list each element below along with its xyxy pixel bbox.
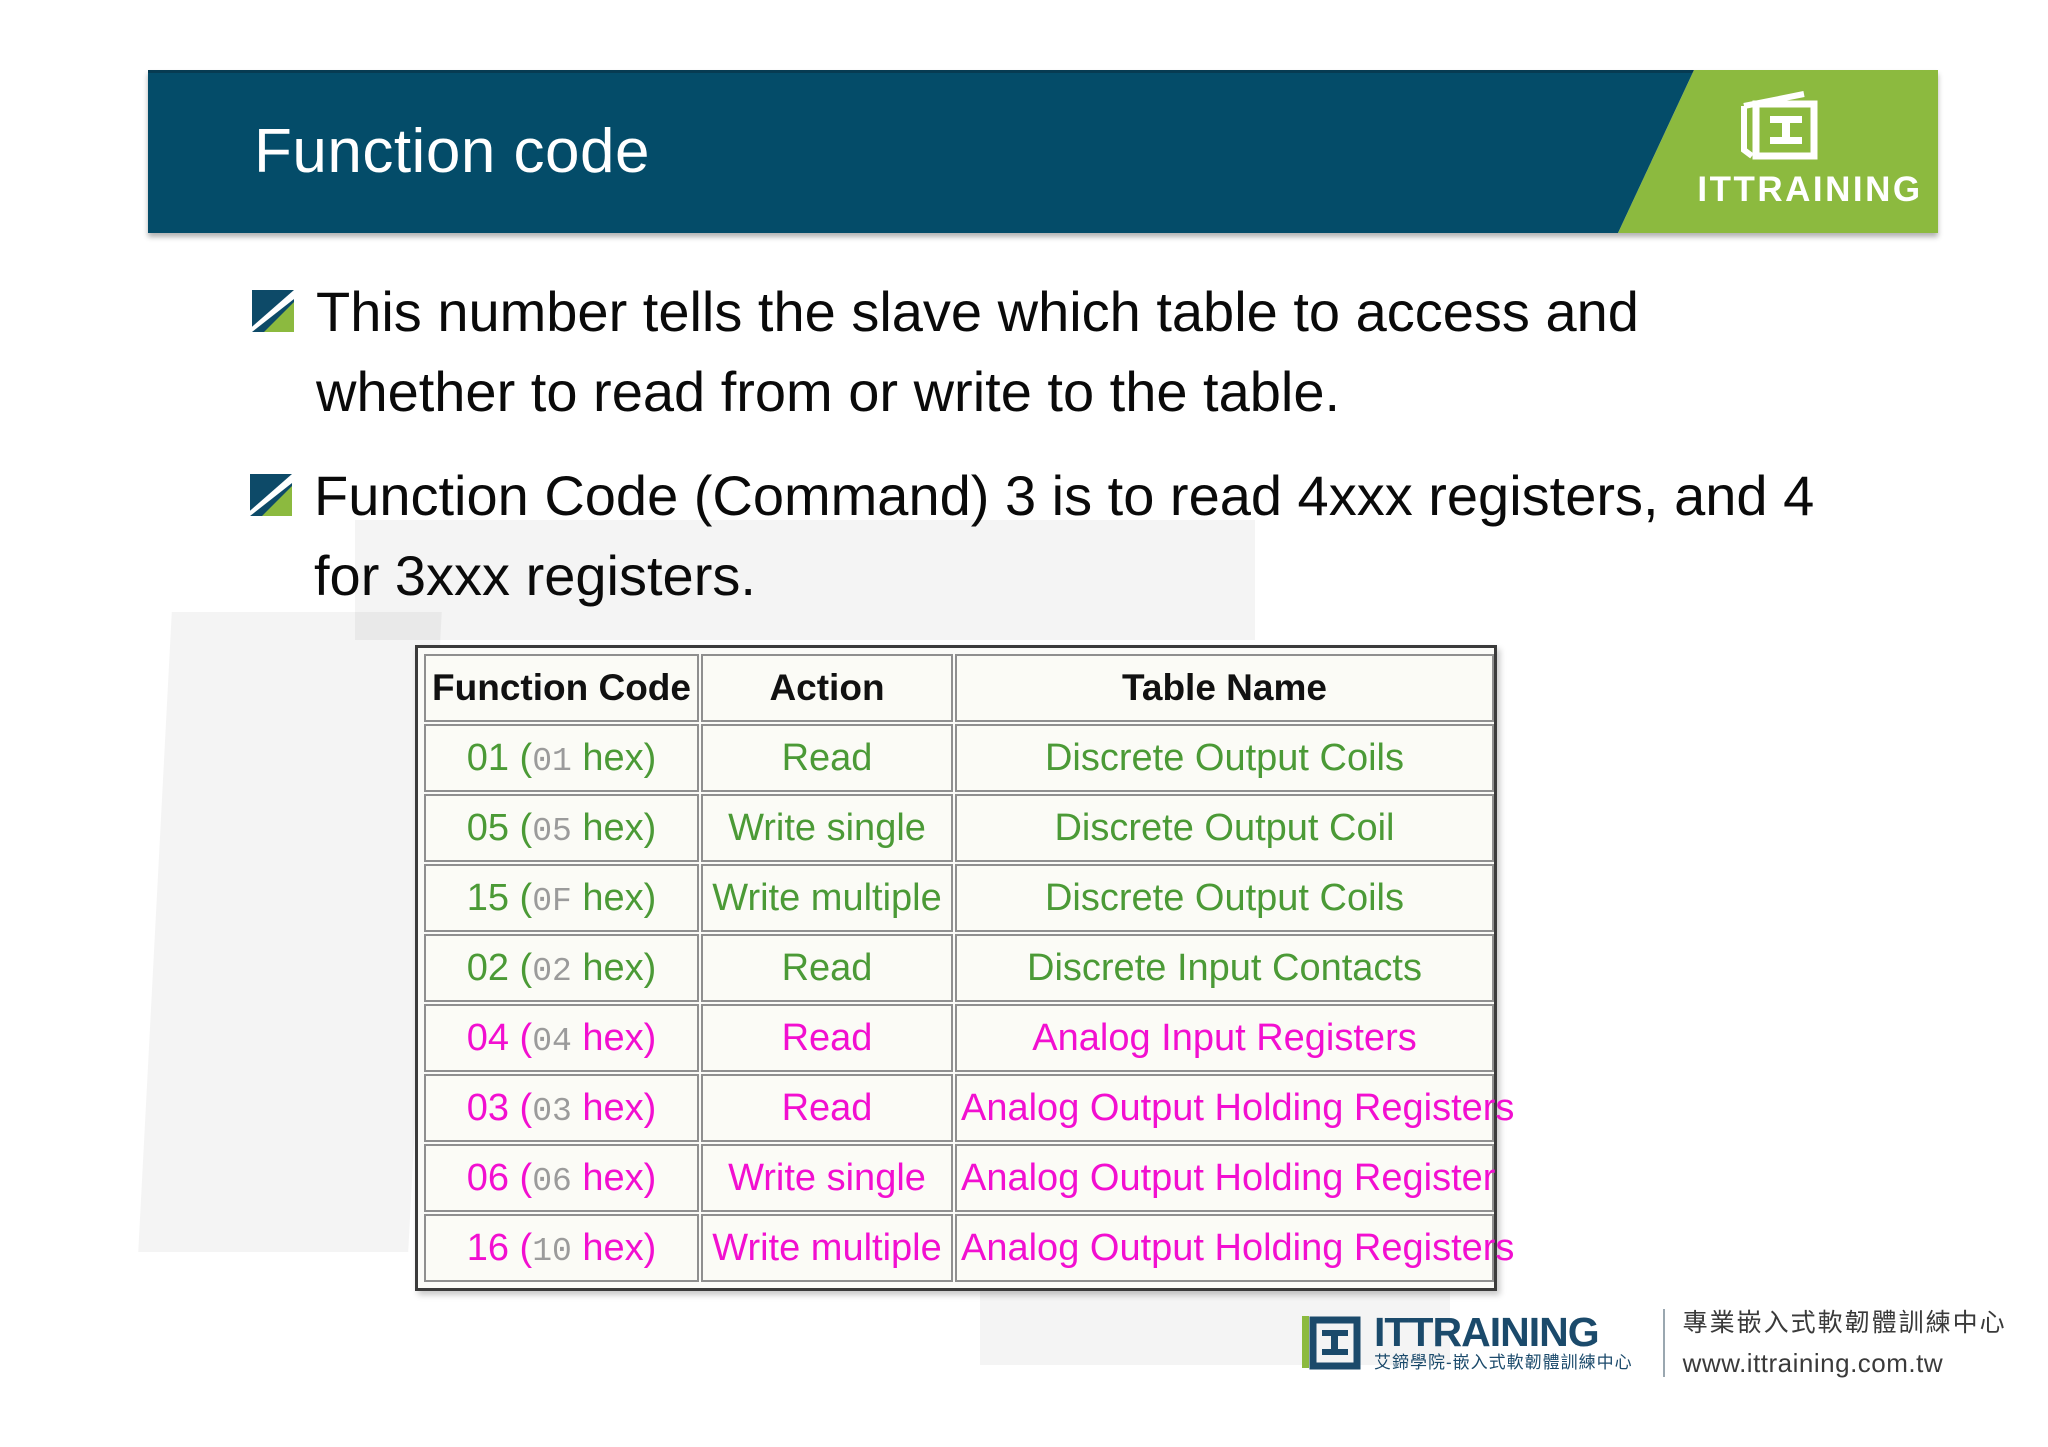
bullet-item: Function Code (Command) 3 is to read 4xx… [250,456,1844,616]
cell-action: Read [701,1004,953,1072]
bullet-item: This number tells the slave which table … [252,272,1846,432]
cell-function-code: 06 (06 hex) [424,1144,699,1212]
cell-function-code: 01 (01 hex) [424,724,699,792]
cell-table-name: Discrete Output Coils [955,864,1494,932]
header-top-accent-line [148,70,1938,73]
footer-branding: ITTRAINING 艾鍗學院-嵌入式軟韌體訓練中心 專業嵌入式軟韌體訓練中心 … [1300,1300,2007,1386]
function-code-table: Function Code Action Table Name 01 (01 h… [422,652,1514,1284]
footer-right-text: 專業嵌入式軟韌體訓練中心 www.ittraining.com.tw [1683,1303,2007,1383]
cell-function-code: 04 (04 hex) [424,1004,699,1072]
cell-function-code: 02 (02 hex) [424,934,699,1002]
cell-table-name: Analog Output Holding Register [955,1144,1495,1212]
footer-tagline-cn: 專業嵌入式軟韌體訓練中心 [1682,1309,2007,1337]
cell-table-name: Discrete Output Coil [955,794,1494,862]
cell-function-code: 15 (0F hex) [424,864,699,932]
table-header-row: Function Code Action Table Name [424,654,1494,722]
cell-function-code: 05 (05 hex) [424,794,699,862]
footer-wordmark: ITTRAINING [1374,1309,1600,1355]
column-header-function-code: Function Code [424,654,699,722]
ittraining-footer-logo-icon [1302,1316,1361,1370]
footer-website-url[interactable]: www.ittraining.com.tw [1682,1348,1944,1378]
cell-function-code: 03 (03 hex) [424,1074,699,1142]
cell-table-name: Discrete Output Coils [955,724,1494,792]
cell-table-name: Analog Output Holding Registers [955,1214,1514,1282]
cell-action: Write multiple [701,864,953,932]
cell-function-code: 16 (10 hex) [424,1214,699,1282]
decorative-shadow [138,612,442,1252]
cell-table-name: Analog Output Holding Registers [955,1074,1514,1142]
square-diagonal-bullet-icon [252,290,294,332]
function-code-table-container: Function Code Action Table Name 01 (01 h… [415,645,1514,1291]
cell-action: Read [701,934,953,1002]
page-title: Function code [254,117,650,186]
column-header-table-name: Table Name [955,654,1494,722]
cell-action: Write multiple [701,1214,953,1282]
cell-action: Write single [701,794,953,862]
ittraining-book-logo-icon [1741,91,1818,160]
cell-table-name: Analog Input Registers [955,1004,1494,1072]
footer-divider [1662,1309,1665,1377]
brand-wordmark: ITTRAINING [1697,170,1923,209]
footer-left-text: ITTRAINING 艾鍗學院-嵌入式軟韌體訓練中心 [1374,1312,1633,1374]
brand-badge: ITTRAINING [1618,70,1938,233]
cell-action: Read [701,724,953,792]
slide-header-bar: Function code ITTRAINING [148,70,1938,233]
square-diagonal-bullet-icon [250,474,292,516]
bullet-text: Function Code (Command) 3 is to read 4xx… [314,464,1815,607]
cell-action: Read [701,1074,953,1142]
cell-action: Write single [701,1144,953,1212]
brand-wedge-divider [1618,70,1694,233]
column-header-action: Action [701,654,953,722]
footer-subtitle-cn: 艾鍗學院-嵌入式軟韌體訓練中心 [1374,1353,1633,1372]
bullet-text: This number tells the slave which table … [316,280,1639,423]
cell-table-name: Discrete Input Contacts [955,934,1494,1002]
